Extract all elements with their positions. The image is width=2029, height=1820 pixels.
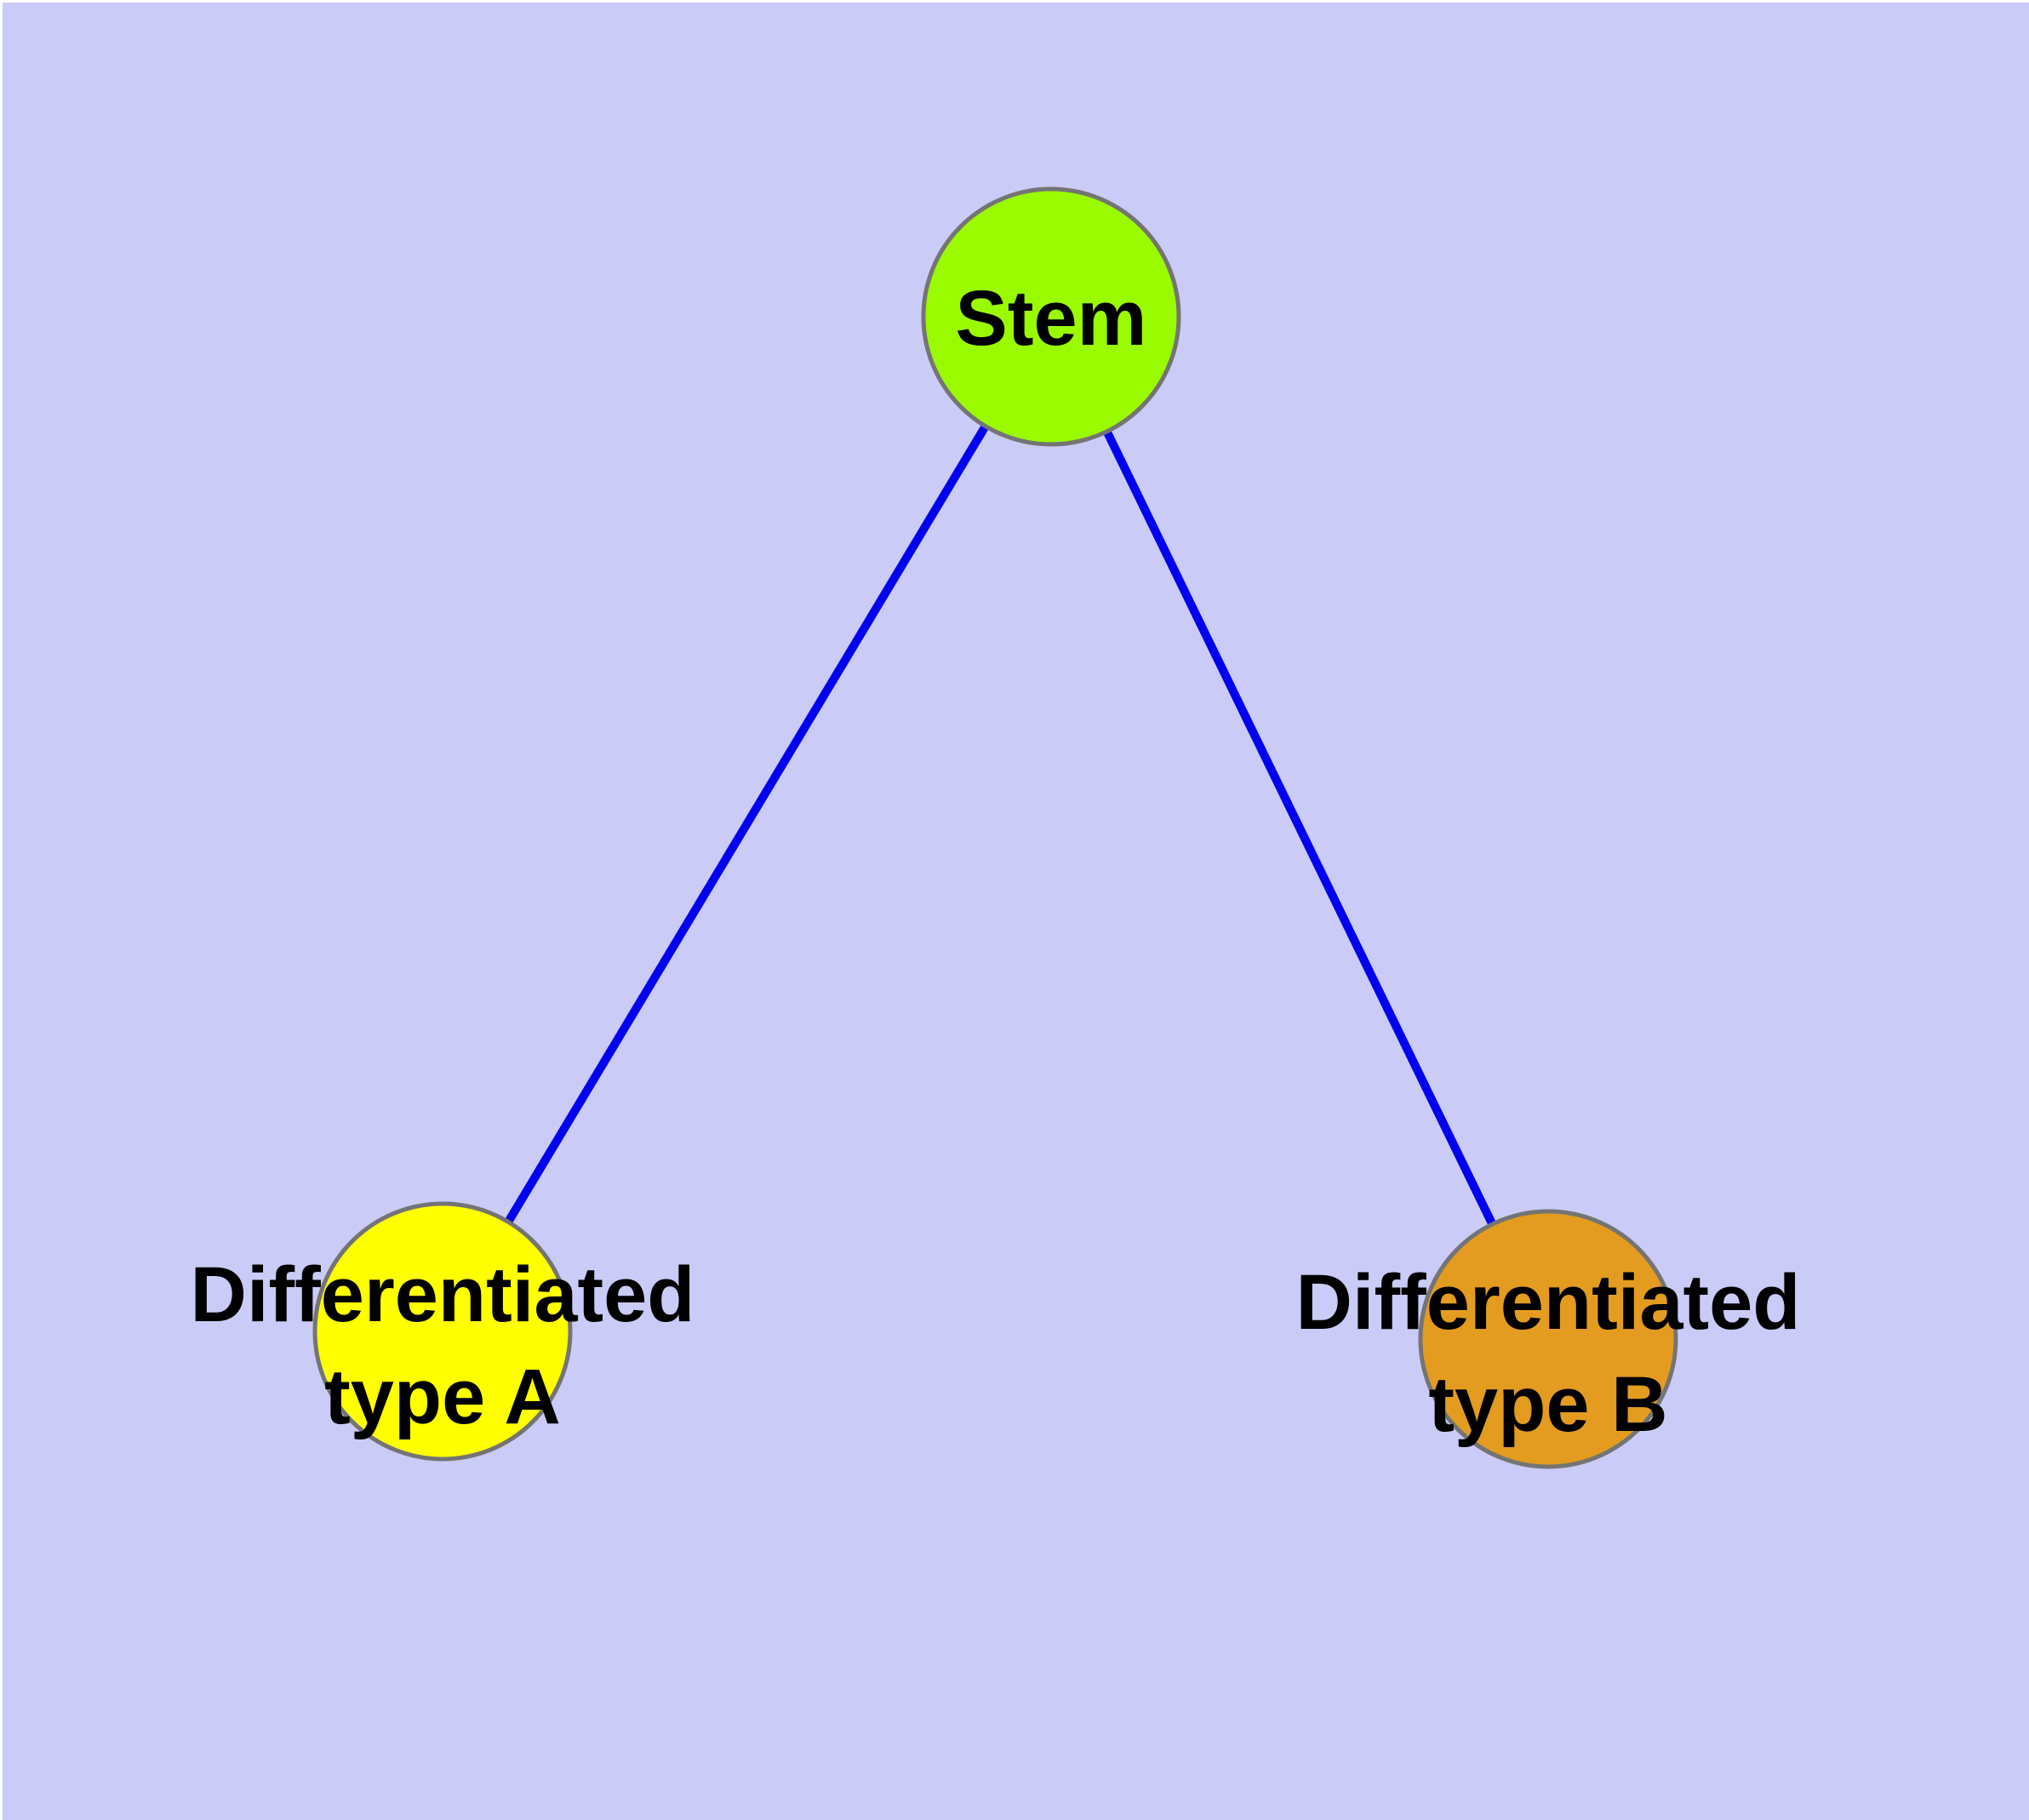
node-type-a-label-line2: type A [324, 1354, 561, 1440]
node-type-b-label-line1: Differentiated [1296, 1259, 1801, 1346]
node-type-b-label-line2: type B [1428, 1361, 1667, 1448]
node-stem [921, 186, 1181, 447]
node-type-a-label-line1: Differentiated [191, 1251, 695, 1338]
node-differentiated-type-b [1418, 1209, 1678, 1469]
edge-stem-to-type-b [1047, 314, 1552, 1342]
node-differentiated-type-a [312, 1201, 573, 1462]
edge-stem-to-type-a [438, 314, 1055, 1334]
node-stem-label: Stem [956, 275, 1147, 362]
